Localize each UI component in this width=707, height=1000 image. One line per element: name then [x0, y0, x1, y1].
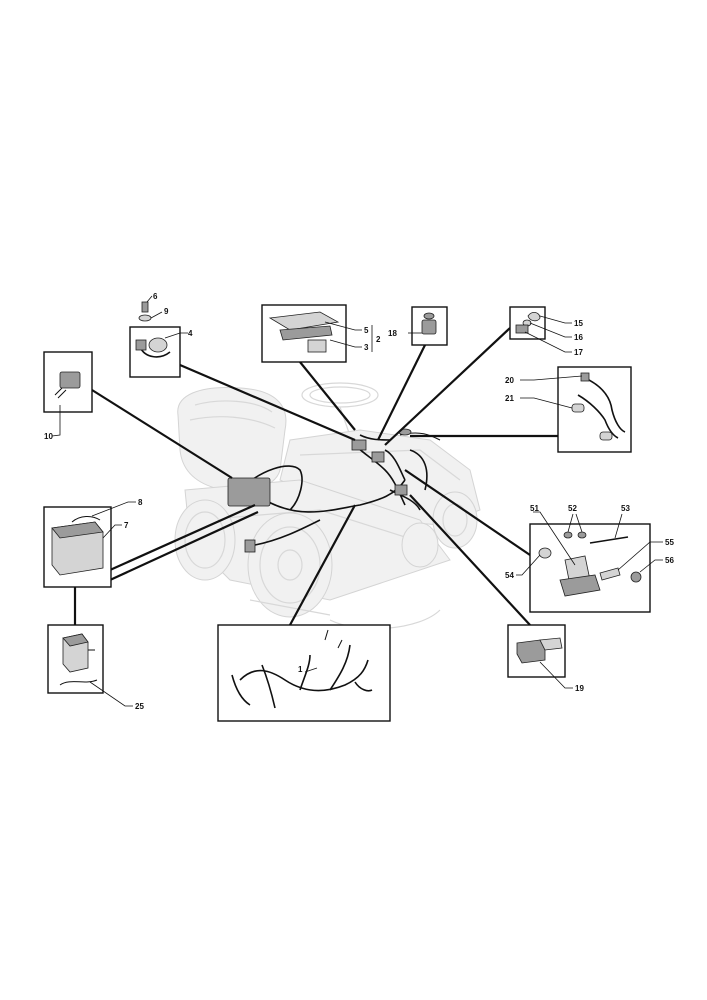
label-6: 6 [153, 292, 158, 301]
box-parts-20-21: 20 21 [505, 366, 632, 453]
box-part-4: 4 6 9 [129, 292, 193, 378]
label-55: 55 [665, 538, 674, 547]
label-16: 16 [574, 333, 583, 342]
label-20: 20 [505, 376, 514, 385]
label-1: 1 [298, 665, 303, 674]
box-part-1: 1 [217, 624, 391, 722]
harness-on-mower [227, 428, 441, 553]
label-7: 7 [124, 521, 129, 530]
box-part-25: 25 [47, 624, 144, 711]
label-2: 2 [376, 335, 381, 344]
label-25: 25 [135, 702, 144, 711]
label-51: 51 [530, 504, 539, 513]
box-parts-15-16-17: 15 16 17 [509, 306, 583, 357]
mower-ghost-illustration [174, 382, 481, 630]
label-53: 53 [621, 504, 630, 513]
label-10: 10 [44, 432, 53, 441]
label-15: 15 [574, 319, 583, 328]
label-54: 54 [505, 571, 514, 580]
label-19: 19 [575, 684, 584, 693]
box-parts-2-3-5: 5 3 2 [261, 304, 381, 363]
label-9: 9 [164, 307, 169, 316]
label-4: 4 [188, 329, 193, 338]
box-part-10: 10 [43, 351, 93, 441]
callout-connectors [73, 327, 558, 626]
label-56: 56 [665, 556, 674, 565]
label-3: 3 [364, 343, 369, 352]
label-17: 17 [574, 348, 583, 357]
box-parts-51-56: 51 52 53 54 55 56 [505, 504, 674, 613]
label-52: 52 [568, 504, 577, 513]
box-parts-7-8: 8 7 [43, 498, 143, 588]
label-18: 18 [388, 329, 397, 338]
box-part-19: 19 [507, 624, 584, 693]
label-21: 21 [505, 394, 514, 403]
box-part-18: 18 [388, 306, 448, 346]
label-8: 8 [138, 498, 143, 507]
label-5: 5 [364, 326, 369, 335]
